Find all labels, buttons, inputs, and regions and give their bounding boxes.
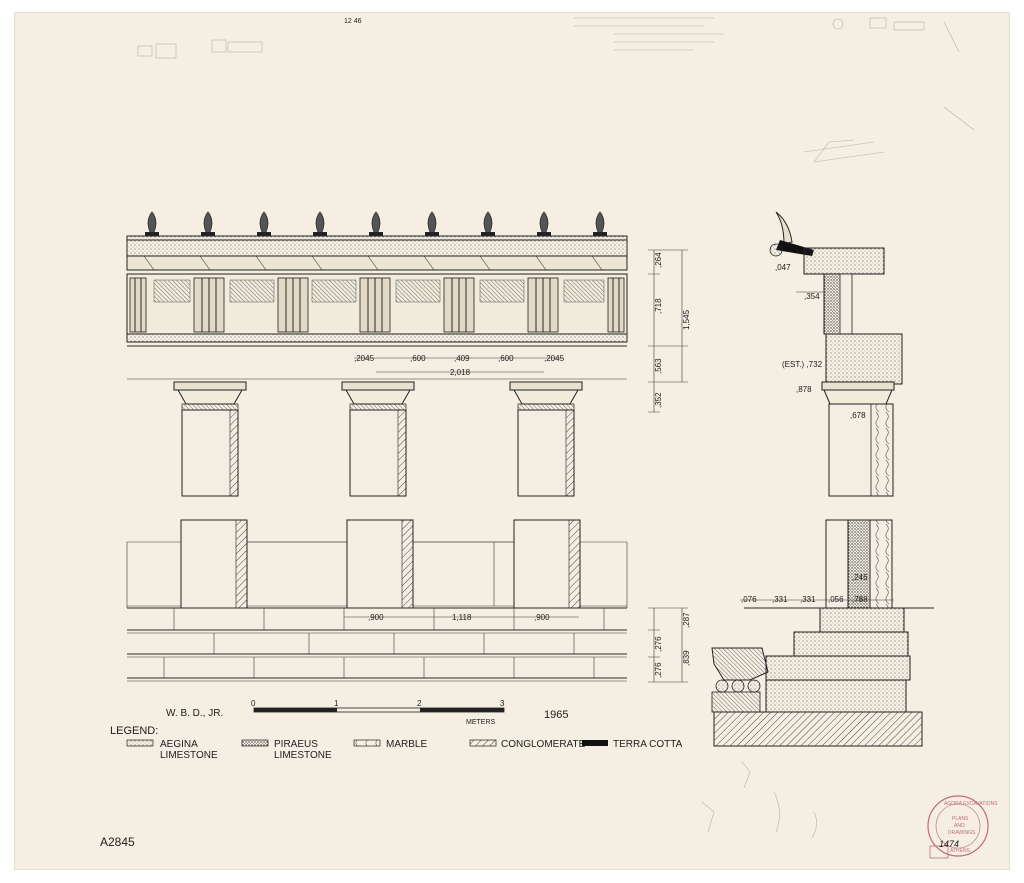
dim-frieze-1: ,2045 [354,354,375,363]
legend-swatch-conglomerate [469,739,497,747]
pencil-annotations-lower [701,761,817,839]
dim-base-331b: ,331 [800,595,816,604]
dim-height-276b: ,276 [654,662,663,678]
drafter-signature: W. B. D., JR. [166,708,223,719]
dim-triglyph-total: 2,018 [450,368,471,377]
dim-architrave: (EST.) ,732 [782,360,823,369]
height-dimensions-upper: ,264 ,718 1,545 ,563 ,352 [648,249,691,413]
dim-wall: ,246 [852,573,868,582]
sheet-number: 1474 [939,839,959,849]
lower-wall [126,519,628,682]
dim-base-056: ,056 [828,595,844,604]
dim-frieze-4: ,600 [498,354,514,363]
legend-swatch-piraeus [241,739,269,747]
sima [126,235,628,257]
dim-frieze-5: ,2045 [544,354,565,363]
dim-frieze-2: ,600 [410,354,426,363]
legend-terracotta: TERRA COTTA [613,739,683,750]
column-dimension-chain: ,900 1,118 ,900 [344,613,579,622]
legend-swatch-marble [353,739,381,747]
dim-frieze-depth: ,354 [804,292,820,301]
legend-piraeus-line1: PIRAEUS [274,739,318,750]
legend-conglomerate: CONGLOMERATE [501,739,586,750]
legend-title: LEGEND: [110,725,158,737]
height-dimensions-lower: ,287 ,839 ,276 ,276 [648,607,691,683]
scale-tick-2: 2 [417,699,422,708]
drawing-number: A2845 [100,835,135,849]
dim-height-276a: ,276 [654,636,663,652]
dim-column-1: ,900 [368,613,384,622]
front-elevation: ,2045 ,600 ,409 ,600 ,2045 2,018 ,900 1,… [126,211,628,682]
dim-capital: ,878 [796,385,812,394]
stamp-line2: PLANS [952,816,969,822]
frieze-dimension-chain: ,2045 ,600 ,409 ,600 ,2045 2,018 [354,354,565,377]
pencil-notes [137,17,975,163]
stamp-line4: DRAWINGS [948,830,976,836]
dim-base-076: ,076 [741,595,757,604]
legend: LEGEND: AEGINA LIMESTONE PIRAEUS LIMESTO… [110,725,683,761]
geison [126,255,628,271]
dim-height-352: ,352 [654,392,663,408]
dim-frieze-3: ,409 [454,354,470,363]
stamp-line5: ATHENS [950,848,971,854]
upper-columns [173,381,583,497]
stamp-line3: AND [954,823,965,829]
scale-unit: METERS [466,719,496,726]
legend-marble: MARBLE [386,739,427,750]
scale-bar: 0 1 2 3 METERS [251,699,505,726]
legend-aegina-line2: LIMESTONE [160,750,218,761]
architectural-drawing: 12 46 [100,17,998,859]
scale-tick-0: 0 [251,699,256,708]
legend-aegina-line1: AEGINA [160,739,198,750]
dim-sima: ,047 [775,263,791,272]
stamp-line1: AGORA EXCAVATIONS [944,801,998,807]
drawing-year: 1965 [544,709,568,721]
legend-swatch-terracotta [582,740,608,746]
dim-base-788: ,788 [852,595,868,604]
dim-height-287: ,287 [682,612,691,628]
dim-height-264: ,264 [654,252,663,268]
legend-swatch-aegina [126,739,154,747]
drawing-sheet: 12 46 [14,12,1010,870]
antefixes [145,211,607,237]
scale-tick-1: 1 [334,699,339,708]
triglyphs [129,277,625,333]
dim-base-331a: ,331 [772,595,788,604]
scale-tick-3: 3 [500,699,505,708]
cross-section: ,047 ,354 (EST.) ,732 ,878 ,678 ,076 ,33… [711,211,934,747]
dim-column-3: ,900 [534,613,550,622]
dim-column-2: 1,118 [452,613,472,622]
dim-shaft: ,678 [850,411,866,420]
dim-height-563: ,563 [654,358,663,374]
top-note: 12 46 [344,18,362,25]
dim-height-839: ,839 [682,650,691,666]
dim-height-718: ,718 [654,298,663,314]
legend-piraeus-line2: LIMESTONE [274,750,332,761]
dim-height-1545: 1,545 [682,309,691,330]
archive-stamp: AGORA EXCAVATIONS PLANS AND DRAWINGS ATH… [927,795,998,859]
